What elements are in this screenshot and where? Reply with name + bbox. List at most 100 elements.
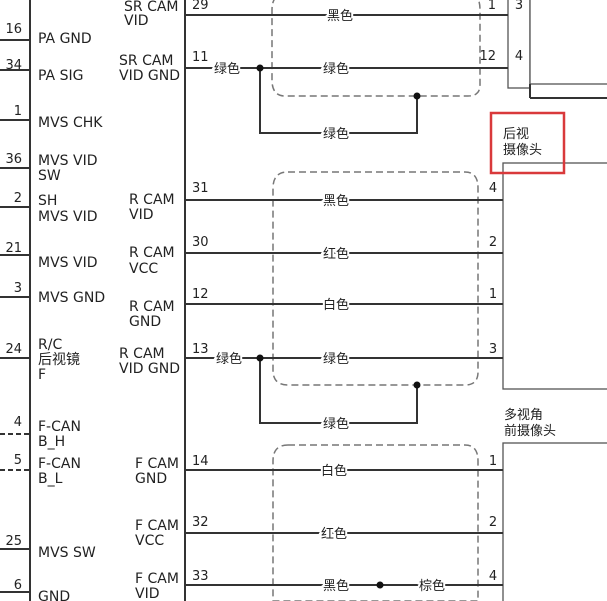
left-pin-number: 6 xyxy=(14,578,22,593)
rear-camera-box xyxy=(502,162,607,390)
left-pin-number: 36 xyxy=(5,152,22,167)
wire-dest-pin: 4 xyxy=(489,181,497,196)
left-pin-label: MVS SW xyxy=(38,545,96,561)
rear-camera-highlight xyxy=(489,111,566,175)
middle-pin-label: F CAM xyxy=(135,456,179,472)
shield-outline xyxy=(271,0,481,97)
left-pin-label: MVS VID xyxy=(38,209,97,225)
middle-pin-label: VID xyxy=(135,586,160,601)
middle-pin-label: VID GND xyxy=(119,68,180,84)
middle-pin-label: GND xyxy=(135,471,167,487)
middle-pin-label: VID GND xyxy=(119,361,180,377)
wire-dest-pin: 2 xyxy=(489,235,497,250)
wire-pin-number: 14 xyxy=(192,454,209,469)
wire-pin-number: 13 xyxy=(192,342,209,357)
middle-pin-label: F CAM xyxy=(135,518,179,534)
wire-color-label: 绿色 xyxy=(323,61,349,77)
junction-dot xyxy=(256,354,264,362)
wire-color-label: 红色 xyxy=(321,526,347,542)
wire-dest-pin: 3 xyxy=(515,0,523,13)
middle-pin-label: F CAM xyxy=(135,571,179,587)
wire-color-label: 黑色 xyxy=(327,8,353,24)
wire-dest-pin: 3 xyxy=(489,342,497,357)
left-connector: 16 PA GND 34 PA SIG 1 MVS CHK 36 MVS VID… xyxy=(0,0,105,601)
left-pin-label: GND xyxy=(38,589,70,601)
junction-dot xyxy=(413,92,421,100)
left-pin-number: 16 xyxy=(5,22,22,37)
wire-color-label: 白色 xyxy=(323,297,349,313)
wire-dest-pin: 12 xyxy=(479,49,496,64)
wire-dest-pin: 1 xyxy=(488,0,496,13)
junction-dot xyxy=(256,64,264,72)
wire-color-label: 绿色 xyxy=(323,351,349,367)
wire-color-label: 绿色 xyxy=(216,351,242,367)
left-pin-label: F-CAN xyxy=(38,456,81,472)
front-camera-box xyxy=(502,442,607,601)
wire-color-label: 棕色 xyxy=(419,578,445,594)
middle-pin-label: VCC xyxy=(135,533,164,549)
connector-block xyxy=(507,0,531,89)
junction-dot xyxy=(413,381,421,389)
wire-color-label: 绿色 xyxy=(323,416,349,432)
left-pin-number: 24 xyxy=(5,342,22,357)
wire-dest-pin: 4 xyxy=(489,569,497,584)
sr-camera-connector xyxy=(507,0,607,99)
wire-color-label: 绿色 xyxy=(323,126,349,142)
left-pin-label: B_L xyxy=(38,471,63,487)
junction-dot xyxy=(376,581,384,589)
front-camera-label: 多视角 xyxy=(504,407,543,423)
left-pin-label: F-CAN xyxy=(38,419,81,435)
middle-pin-label: R CAM xyxy=(129,245,175,261)
middle-pin-label: VID xyxy=(124,13,149,29)
left-pin-label: B_H xyxy=(38,434,65,450)
middle-pin-label: VID xyxy=(129,207,154,223)
middle-pin-label: SR CAM xyxy=(119,53,174,69)
connector-block xyxy=(529,0,607,85)
wire-pin-number: 29 xyxy=(192,0,209,13)
middle-pin-label: R CAM xyxy=(129,299,175,315)
wire-color-label: 红色 xyxy=(323,246,349,262)
wire-pin-number: 31 xyxy=(192,181,209,196)
wire-color-label: 绿色 xyxy=(214,61,240,77)
front-camera: 多视角 前摄像头 xyxy=(502,407,607,601)
left-pin-label: MVS VID xyxy=(38,255,97,271)
left-pin-number: 3 xyxy=(14,281,22,296)
left-pin-number: 2 xyxy=(14,191,22,206)
wire-pin-number: 11 xyxy=(192,50,209,65)
wire-color-label: 黑色 xyxy=(323,193,349,209)
left-pin-label: SH xyxy=(38,193,57,209)
left-pin-number: 25 xyxy=(5,534,22,549)
middle-pin-label: R CAM xyxy=(129,192,175,208)
left-pin-number: 4 xyxy=(14,415,22,430)
left-pin-number: 5 xyxy=(14,453,22,468)
wire-dest-pin: 4 xyxy=(515,49,523,64)
left-pin-label: MVS CHK xyxy=(38,115,103,131)
rear-camera-label: 摄像头 xyxy=(503,143,542,158)
wire-pin-number: 12 xyxy=(192,287,209,302)
front-camera-label: 前摄像头 xyxy=(504,423,556,439)
left-pin-label: SW xyxy=(38,168,61,184)
left-pin-label: F xyxy=(38,367,46,383)
wire-dest-pin: 2 xyxy=(489,515,497,530)
left-pin-label: MVS VID xyxy=(38,153,97,169)
middle-pin-label: SR CAM xyxy=(124,0,179,15)
shield-outline xyxy=(272,444,479,601)
rear-camera: 后视 摄像头 xyxy=(489,111,607,390)
wire-color-label: 黑色 xyxy=(323,578,349,594)
shield-outline xyxy=(272,171,479,386)
left-pin-number: 21 xyxy=(5,241,22,256)
wire-color-label: 白色 xyxy=(321,463,347,479)
left-pin-label: PA SIG xyxy=(38,68,83,84)
middle-pin-label: R CAM xyxy=(119,346,165,362)
wire-dest-pin: 1 xyxy=(489,287,497,302)
wire-dest-pin: 1 xyxy=(489,454,497,469)
left-pin-number: 34 xyxy=(5,58,22,73)
left-pin-label: PA GND xyxy=(38,31,92,47)
wire-pin-number: 32 xyxy=(192,515,209,530)
left-pin-number: 1 xyxy=(14,104,22,119)
left-pin-label: MVS GND xyxy=(38,290,105,306)
middle-connector: SR CAM VID SR CAM VID GND R CAM VID R CA… xyxy=(119,0,186,601)
middle-pin-label: VCC xyxy=(129,261,158,277)
drain-wire xyxy=(259,358,418,424)
